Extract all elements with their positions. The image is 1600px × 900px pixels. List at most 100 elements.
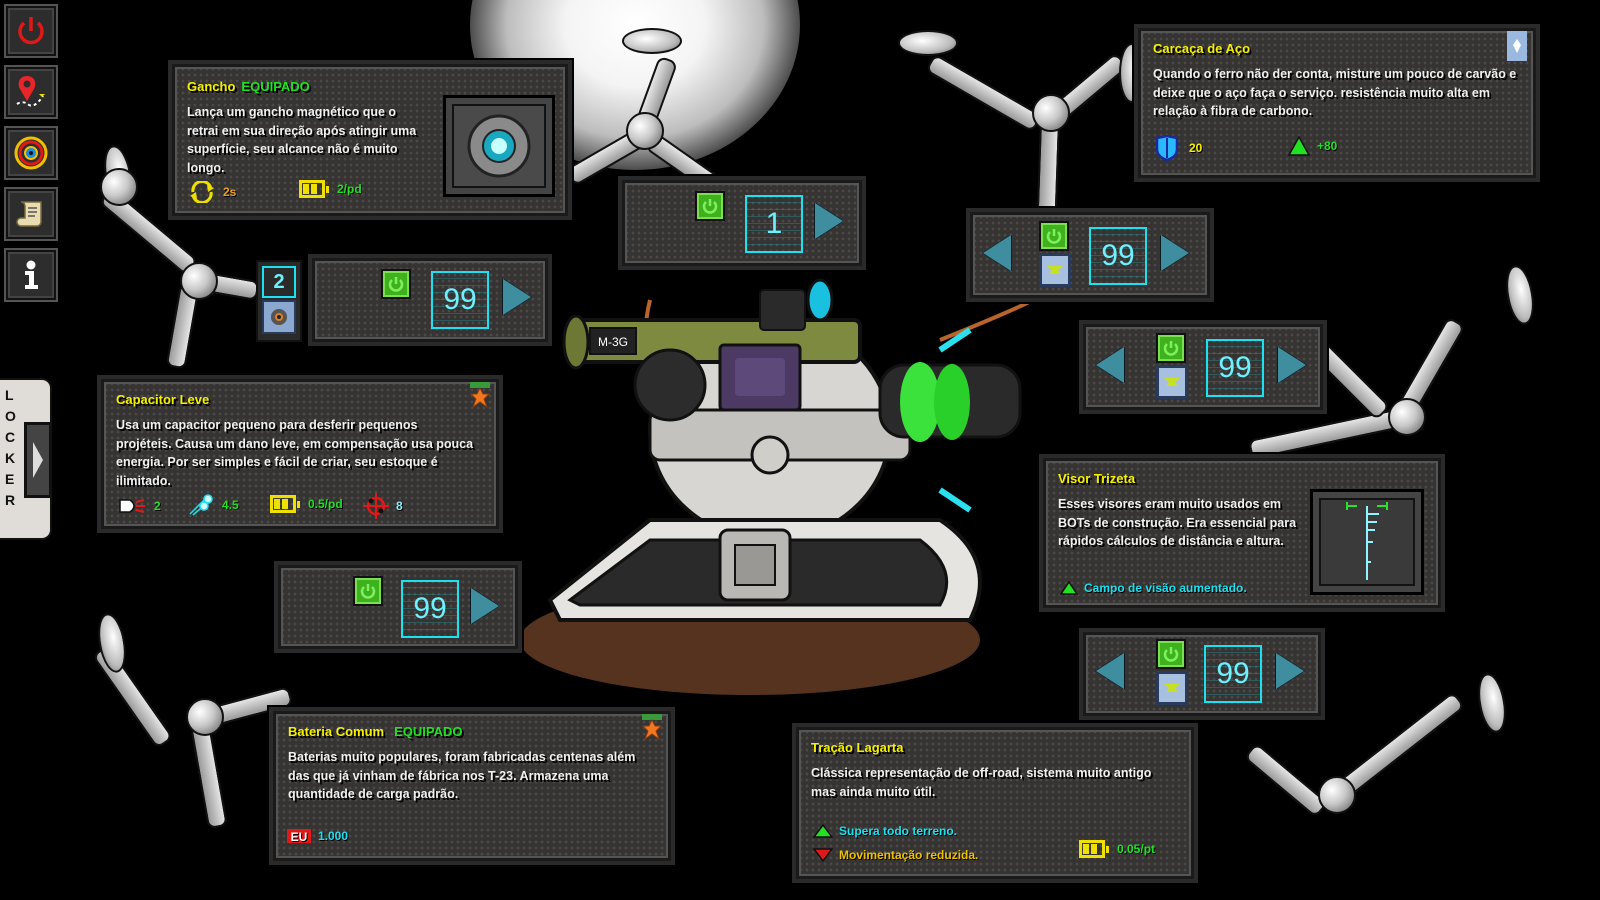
con-stat: Movimentação reduzida.: [813, 848, 978, 862]
prev-arrow-button[interactable]: [1096, 347, 1124, 383]
locker-label: L O C K E R: [5, 387, 16, 508]
slot-count: 99: [1206, 339, 1264, 397]
next-arrow-button[interactable]: [1161, 235, 1189, 271]
crosshair-icon: [363, 493, 389, 519]
bonus-stat: +80: [1287, 135, 1337, 157]
power-icon: [388, 277, 404, 292]
scroll-button[interactable]: [4, 187, 58, 241]
item-card-visor[interactable]: Visor Trizeta Esses visores eram muito u…: [1043, 458, 1441, 608]
next-arrow-button[interactable]: [1278, 347, 1306, 383]
energy-stat: 0.05/pt: [1079, 840, 1155, 858]
anvil-icon: [1156, 365, 1188, 399]
scroll-icon: [16, 201, 42, 227]
next-arrow-button[interactable]: [815, 203, 843, 239]
power-toggle[interactable]: [353, 576, 383, 606]
power-toggle[interactable]: [1156, 333, 1186, 363]
slot-armor: 99: [970, 212, 1210, 298]
prev-arrow-button[interactable]: [1096, 653, 1124, 689]
power-toggle[interactable]: [381, 269, 411, 299]
item-description: Usa um capacitor pequeno para desferir p…: [116, 418, 474, 488]
item-card-tracao[interactable]: Tração Lagarta Clássica representação de…: [796, 727, 1194, 879]
svg-text:EU: EU: [291, 830, 308, 844]
slot-count: 99: [1089, 227, 1147, 285]
chevron-right-icon: [33, 442, 43, 478]
item-card-capacitor[interactable]: Capacitor Leve Usa um capacitor pequeno …: [101, 379, 499, 529]
map-button[interactable]: [4, 65, 58, 119]
sidebar: [4, 4, 58, 309]
slot-count: 99: [401, 580, 459, 638]
robot-preview: M-3G: [520, 260, 1052, 710]
anvil-icon: [1156, 671, 1188, 705]
item-title: Capacitor Leve: [116, 392, 210, 407]
power-icon: [1163, 341, 1179, 356]
item-thumbnail-visor: [1310, 489, 1424, 595]
item-description: Esses visores eram muito usados em BOTs …: [1058, 497, 1297, 548]
triangle-up-icon: [1287, 135, 1311, 156]
pro-stat: Supera todo terreno.: [813, 824, 957, 838]
power-icon: [702, 199, 718, 214]
power-icon: [1163, 647, 1179, 662]
shield-icon: [1155, 135, 1179, 161]
slot-count: 99: [431, 271, 489, 329]
next-arrow-button[interactable]: [1276, 653, 1304, 689]
rank-badge: [1507, 31, 1527, 61]
power-icon: [1046, 229, 1062, 244]
prev-arrow-button[interactable]: [983, 235, 1011, 271]
item-title: Tração Lagarta: [811, 740, 904, 755]
equipped-badge: EQUIPADO: [241, 79, 310, 94]
rank-badge: [641, 714, 663, 744]
info-icon: [25, 260, 38, 289]
projectile-icon: [119, 499, 145, 513]
wheel-icon: [262, 300, 296, 334]
locker-expand-button[interactable]: [24, 422, 52, 498]
slot-count: 2: [262, 266, 296, 298]
magnetic-hook-icon: [454, 106, 544, 186]
speed-stat: 4.5: [188, 494, 239, 516]
item-card-carcaca[interactable]: Carcaça de Aço Quando o ferro não der co…: [1138, 28, 1536, 178]
armor-stat: 20: [1155, 135, 1202, 161]
damage-stat: 2: [118, 496, 161, 516]
battery-icon: [1079, 840, 1109, 858]
capacity-stat: EU 1.000: [286, 828, 348, 844]
item-description: Quando o ferro não der conta, misture um…: [1153, 67, 1517, 118]
item-description: Baterias muito populares, foram fabricad…: [288, 750, 636, 801]
slot-hook: 99: [312, 258, 548, 342]
power-toggle[interactable]: [1039, 221, 1069, 251]
power-icon: [18, 17, 44, 45]
slot-weapon-top: 1: [622, 180, 862, 266]
next-arrow-button[interactable]: [503, 279, 531, 315]
cooldown-stat: 2s: [187, 181, 236, 203]
battery-icon: [299, 180, 329, 198]
mini-slot[interactable]: 2: [256, 260, 302, 342]
power-icon: [360, 584, 376, 599]
item-thumbnail-hook: [443, 95, 555, 197]
item-title: Visor Trizeta: [1058, 471, 1136, 486]
accuracy-stat: 8: [362, 492, 403, 520]
equipped-badge: EQUIPADO: [394, 724, 463, 739]
cooldown-icon: [190, 181, 214, 203]
slot-head: 99: [1083, 324, 1323, 410]
energy-unit-icon: EU: [287, 829, 311, 844]
barrel-label: M-3G: [598, 335, 628, 349]
target-button[interactable]: [4, 126, 58, 180]
battery-icon: [270, 495, 300, 513]
slot-legs: 99: [1083, 632, 1321, 716]
triangle-up-icon: [1060, 581, 1078, 595]
power-button[interactable]: [4, 4, 58, 58]
next-arrow-button[interactable]: [471, 588, 499, 624]
item-description: Lança um gancho magnético que o retrai e…: [187, 105, 417, 175]
power-toggle[interactable]: [1156, 639, 1186, 669]
item-description: Clássica representação de off-road, sist…: [811, 766, 1152, 799]
power-toggle[interactable]: [695, 191, 725, 221]
rank-badge: [469, 382, 491, 412]
energy-stat: 0.5/pd: [270, 495, 343, 513]
energy-stat: 2/pd: [299, 180, 362, 198]
anvil-icon: [1039, 253, 1071, 287]
locker-drawer[interactable]: L O C K E R: [0, 378, 52, 540]
item-title: Carcaça de Aço: [1153, 41, 1251, 56]
triangle-up-icon: [813, 824, 833, 838]
info-button[interactable]: [4, 248, 58, 302]
